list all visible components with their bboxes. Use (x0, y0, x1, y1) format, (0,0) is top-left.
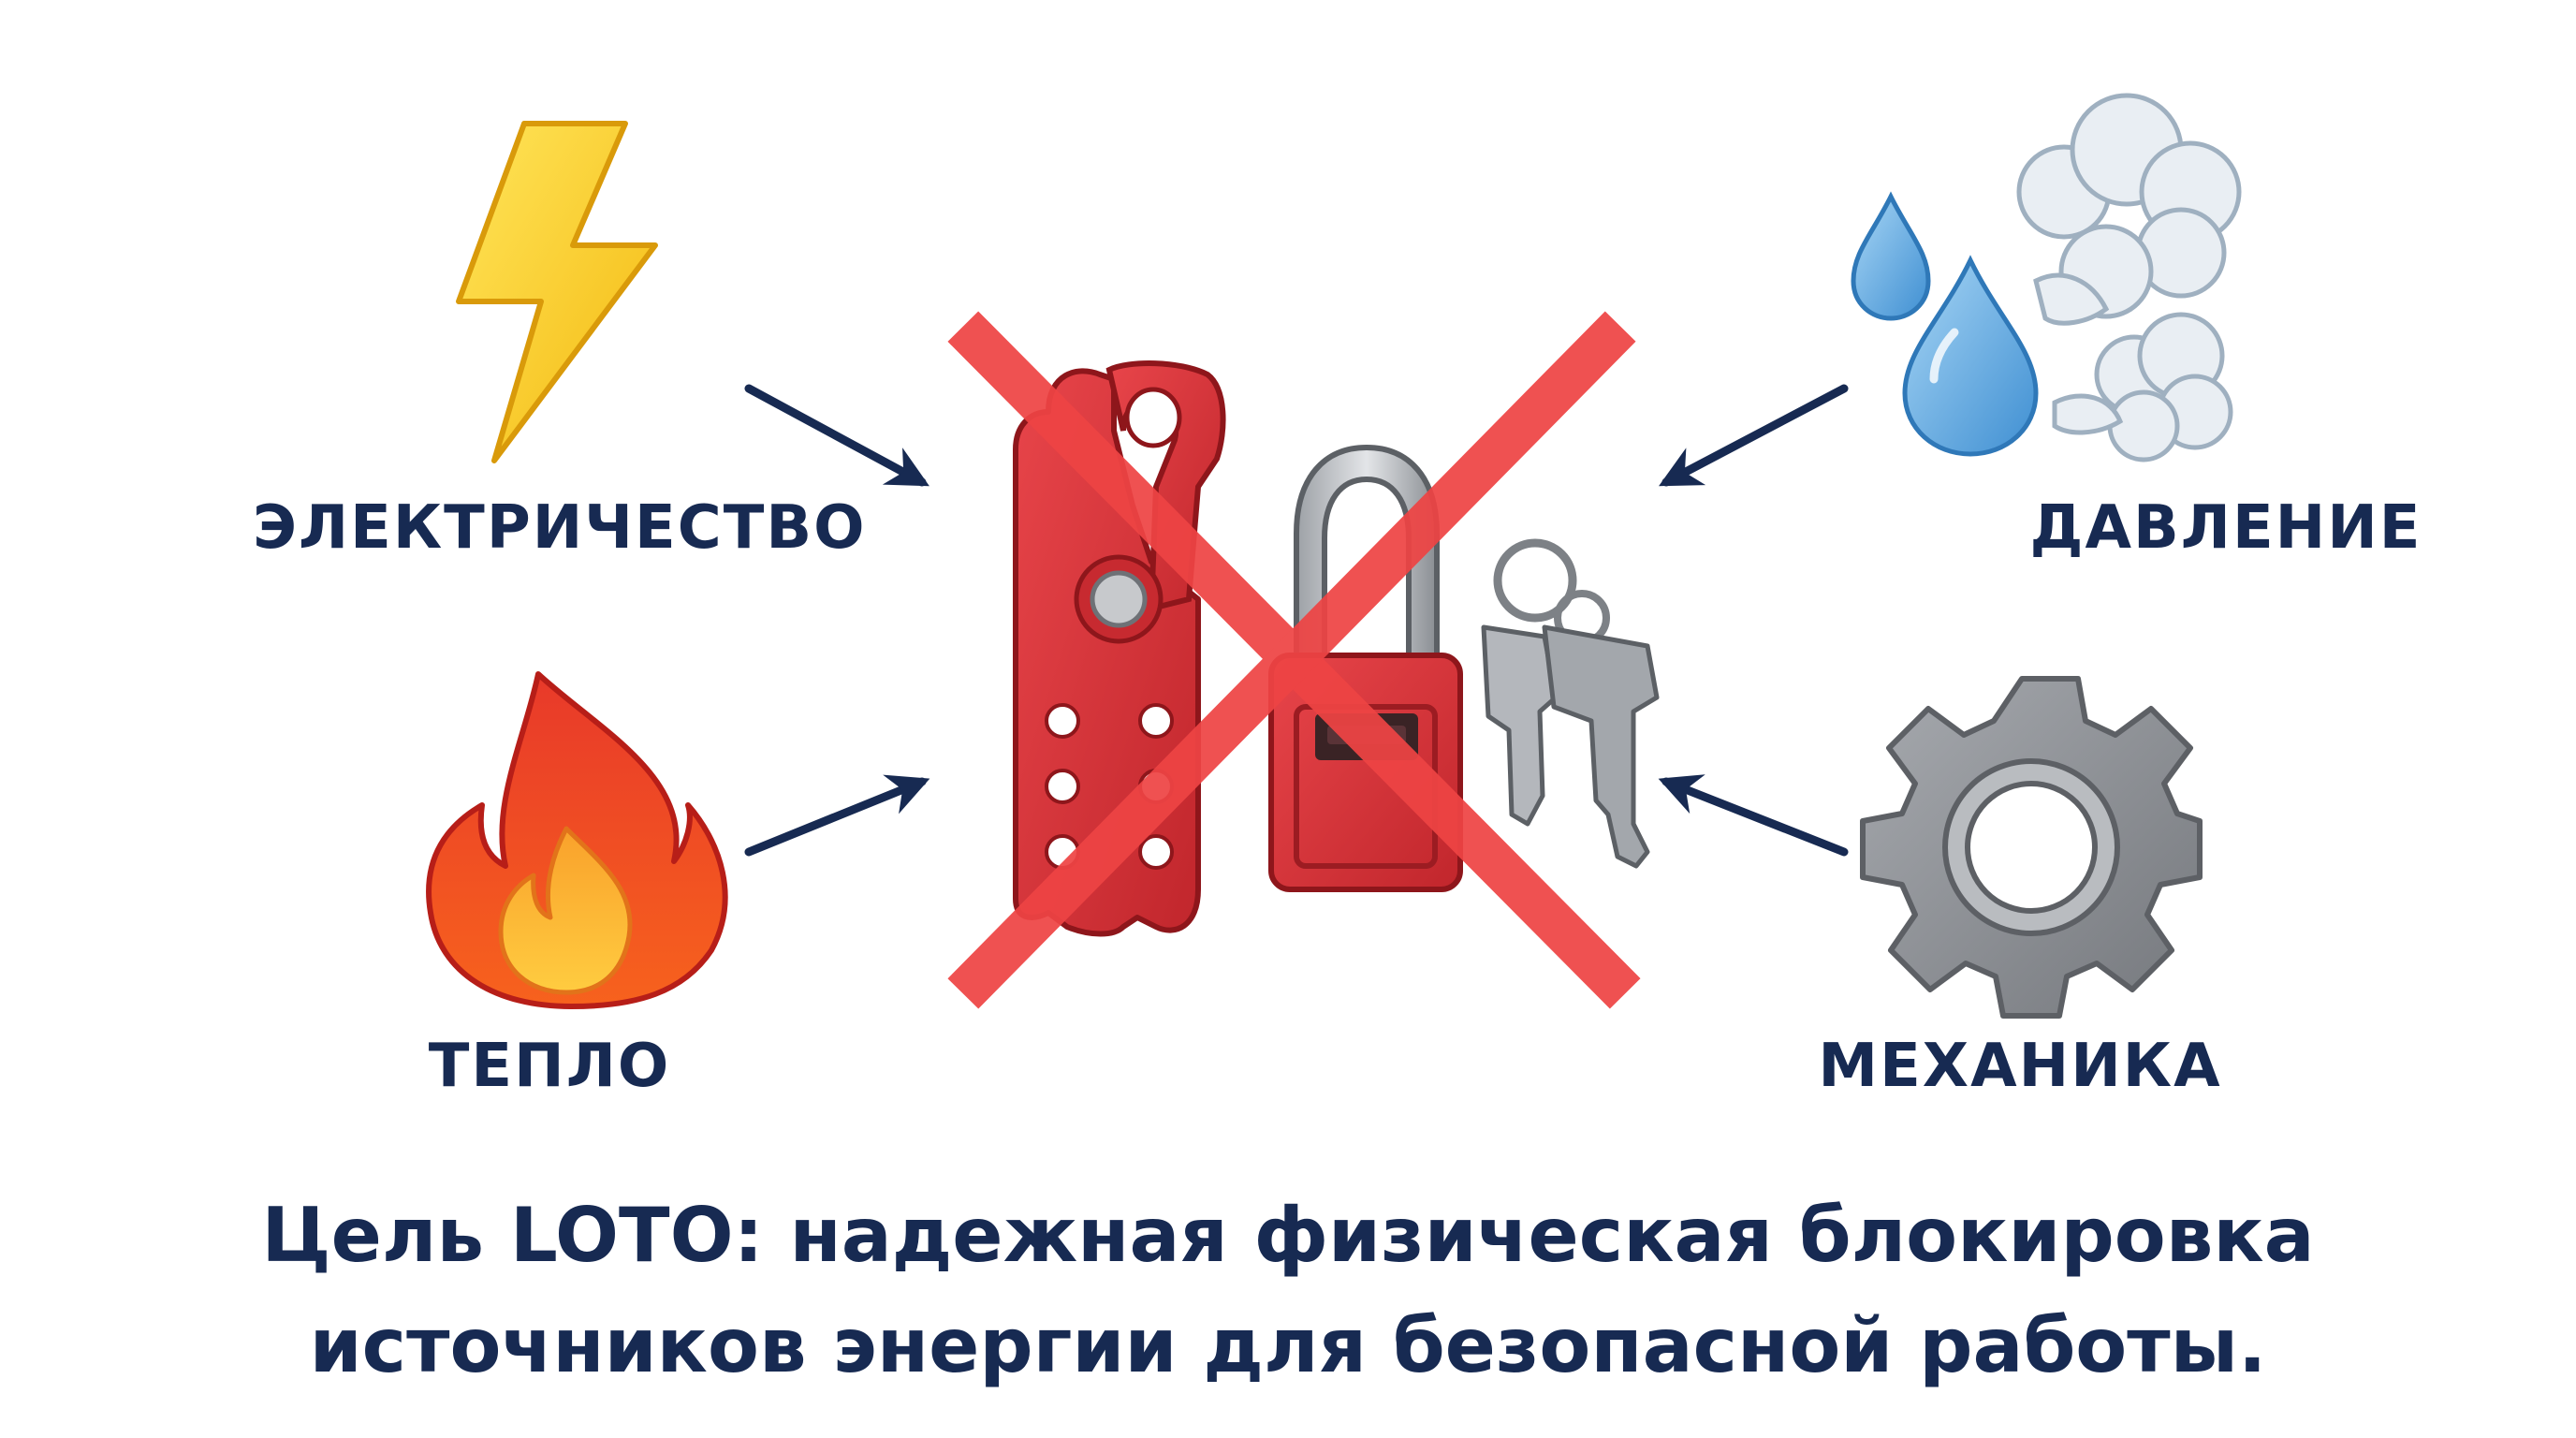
keys (1481, 538, 1660, 869)
arrow-heat (744, 774, 930, 857)
arrow-electricity (744, 384, 929, 487)
lightning-bolt-icon (456, 121, 658, 463)
arrow-pressure (1659, 384, 1849, 487)
gear-icon (1860, 676, 2203, 1019)
fire-flame-icon (426, 671, 728, 1009)
label-heat: ТЕПЛО (429, 1032, 671, 1101)
arrow-mechanics (1658, 774, 1849, 857)
arrows (744, 384, 1849, 857)
label-mechanics: МЕХАНИКА (1818, 1032, 2221, 1101)
red-cross-icon (947, 311, 1641, 1009)
caption-line-2: источников энергии для безопасной работы… (309, 1302, 2267, 1389)
label-pressure: ДАВЛЕНИЕ (2029, 493, 2422, 563)
water-drops-and-steam-icon (1851, 93, 2242, 462)
caption-line-1: Цель LOTO: надежная физическая блокировк… (261, 1192, 2315, 1279)
label-electricity: ЭЛЕКТРИЧЕСТВО (253, 493, 867, 563)
